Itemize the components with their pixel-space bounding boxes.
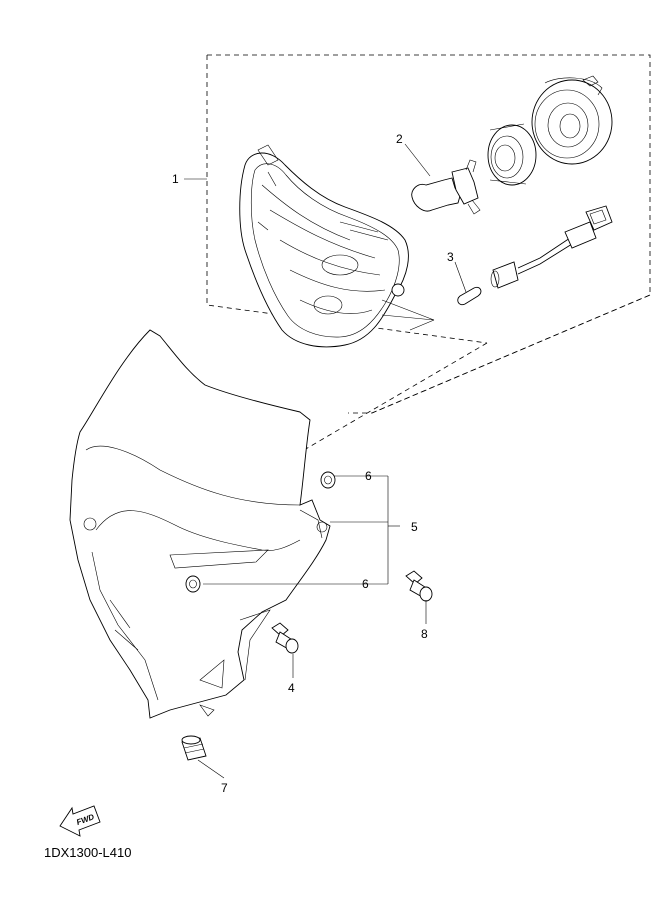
grommet-7: [181, 735, 207, 761]
callout-1: 1: [172, 172, 179, 186]
callout-5: 5: [411, 520, 418, 534]
grommet-6-top: [320, 471, 336, 489]
callout-6-top: 6: [365, 469, 372, 483]
grommet-6-bottom: [185, 575, 201, 593]
headlight-unit: [239, 144, 435, 348]
fwd-arrow-icon: FWD: [59, 805, 101, 837]
callout-8: 8: [421, 627, 428, 641]
socket-harness: [490, 205, 613, 289]
callout-2: 2: [396, 132, 403, 146]
callout-7: 7: [221, 781, 228, 795]
seal-ring: [487, 123, 537, 186]
headlight-cowl: [69, 329, 331, 719]
bulb-2: [411, 159, 481, 215]
diagram-code: 1DX1300-L410: [44, 845, 131, 860]
callout-6-bottom: 6: [362, 577, 369, 591]
bolt-4: [271, 622, 299, 654]
bolt-8: [405, 570, 433, 602]
leader-lines: [184, 143, 467, 779]
bulb-3: [457, 286, 482, 306]
callout-3: 3: [447, 250, 454, 264]
rear-cover: [531, 75, 613, 165]
callout-4: 4: [288, 681, 295, 695]
